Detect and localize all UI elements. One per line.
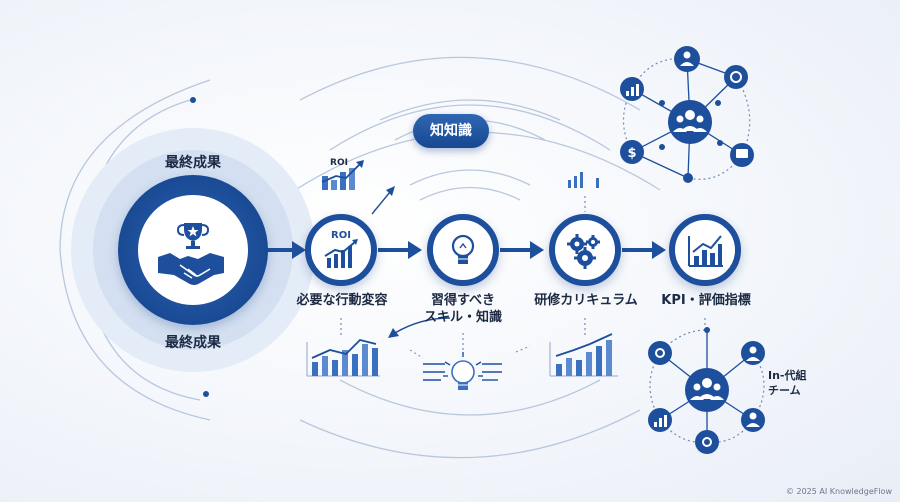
roi-chart-icon (324, 239, 358, 268)
team-label: In-代組 チーム (768, 369, 807, 397)
step-label-kpi: KPI・評価指標 (661, 293, 751, 308)
team-network-bottom (648, 327, 765, 454)
roi-badge-label: ROI (330, 158, 348, 168)
outcome-inner-circle (138, 195, 248, 305)
step-circle-curriculum (549, 214, 621, 286)
step-circle-behavior: ROI (305, 214, 377, 286)
stakeholder-network-top: $ (620, 46, 754, 183)
roi-circle-text: ROI (331, 230, 351, 241)
lightbulb-icon (451, 234, 475, 264)
outcome-bottom-label: 最終成果 (165, 335, 221, 351)
step-label-behavior: 必要な行動変容 (296, 293, 388, 308)
step-circle-kpi (669, 214, 741, 286)
trophy-handshake-icon (158, 223, 224, 285)
step-label-curriculum: 研修カリキュラム (534, 293, 638, 308)
step-circle-skills (427, 214, 499, 286)
copyright-text: © 2025 AI KnowledgeFlow (785, 487, 892, 496)
step-label-skills: 習得すべき スキル・知識 (423, 293, 502, 325)
knowledge-pill: 知知識 (413, 114, 489, 148)
svg-text:$: $ (627, 146, 636, 161)
outcome-circle (118, 175, 268, 325)
gears-icon (567, 234, 600, 269)
bar-chart-icon (688, 235, 723, 267)
outcome-top-label: 最終成果 (165, 155, 221, 171)
